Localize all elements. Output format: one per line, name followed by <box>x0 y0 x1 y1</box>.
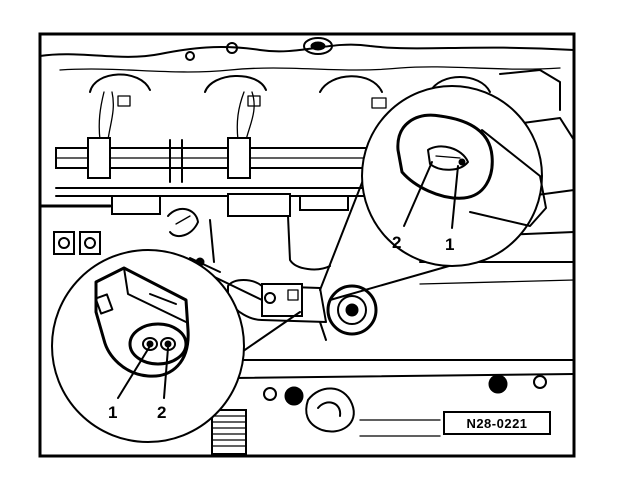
callout-2-bottom: 2 <box>157 403 166 422</box>
reference-code-label: N28-0221 <box>443 411 551 435</box>
engine-background <box>38 37 575 455</box>
callout-1-top: 1 <box>445 235 454 254</box>
reference-code-text: N28-0221 <box>466 416 527 431</box>
detail-circle-bottom-left: 1 2 <box>51 249 301 443</box>
callout-2-top: 2 <box>392 233 401 252</box>
detail-circle-top-right: 2 1 <box>319 85 547 301</box>
ribbed-hose <box>211 409 247 455</box>
callout-1-bottom: 1 <box>108 403 117 422</box>
